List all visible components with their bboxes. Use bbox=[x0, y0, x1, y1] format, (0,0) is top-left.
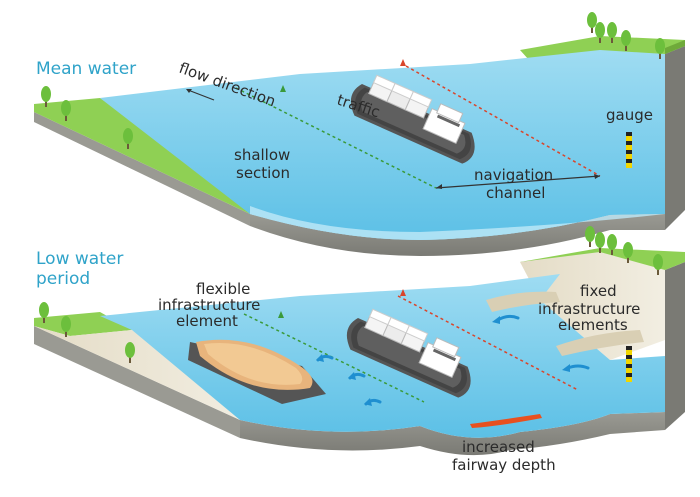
flow-arrow-icon bbox=[187, 89, 215, 101]
fixed-label-2: infrastructure bbox=[538, 300, 640, 318]
fixed-groyne-upper bbox=[486, 291, 560, 312]
red-buoy-icon bbox=[400, 59, 406, 66]
top-gauge-icon bbox=[626, 132, 632, 168]
bottom-sand-left bbox=[34, 326, 250, 420]
top-red-line bbox=[405, 65, 601, 177]
top-green-line bbox=[235, 87, 437, 189]
bottom-soil-section bbox=[240, 412, 665, 456]
bottom-gauge-icon bbox=[626, 346, 632, 382]
top-soil-front bbox=[34, 112, 250, 226]
fixed-label-3: elements bbox=[558, 316, 628, 334]
top-soil-section bbox=[250, 214, 665, 256]
green-buoy-icon bbox=[280, 85, 286, 92]
flex-label-2: infrastructure bbox=[158, 296, 260, 314]
top-water bbox=[100, 50, 665, 240]
bottom-panel: Low water period flexible infrastructure… bbox=[34, 226, 685, 474]
bottom-soil-front bbox=[34, 326, 240, 438]
flex-label-1: flexible bbox=[196, 280, 250, 298]
fixed-label-1: fixed bbox=[580, 282, 617, 300]
flex-label-3: element bbox=[176, 312, 238, 330]
fixed-groyne-lower bbox=[556, 330, 644, 356]
depth-label-1: increased bbox=[462, 438, 535, 456]
top-panel: Mean water flow direction traffic shallo… bbox=[34, 12, 685, 256]
top-grass-left bbox=[34, 98, 250, 214]
channel-arrow-icon bbox=[435, 175, 601, 189]
nav-label-2: channel bbox=[486, 184, 545, 202]
bottom-title-2: period bbox=[36, 269, 90, 289]
gauge-label: gauge bbox=[606, 106, 653, 124]
depth-label-2: fairway depth bbox=[452, 456, 556, 474]
bottom-red-line bbox=[397, 295, 579, 391]
nav-label-1: navigation bbox=[474, 166, 553, 184]
tree-icon bbox=[585, 226, 595, 247]
shallow-label-2: section bbox=[236, 164, 290, 182]
bottom-title-1: Low water bbox=[36, 249, 123, 269]
flexible-pontoon bbox=[188, 339, 326, 404]
shallow-label-1: shallow bbox=[234, 146, 290, 164]
green-buoy-icon bbox=[278, 311, 284, 318]
depth-highlight bbox=[470, 414, 542, 428]
red-buoy-icon bbox=[400, 289, 406, 296]
top-panel-title: Mean water bbox=[36, 59, 136, 79]
